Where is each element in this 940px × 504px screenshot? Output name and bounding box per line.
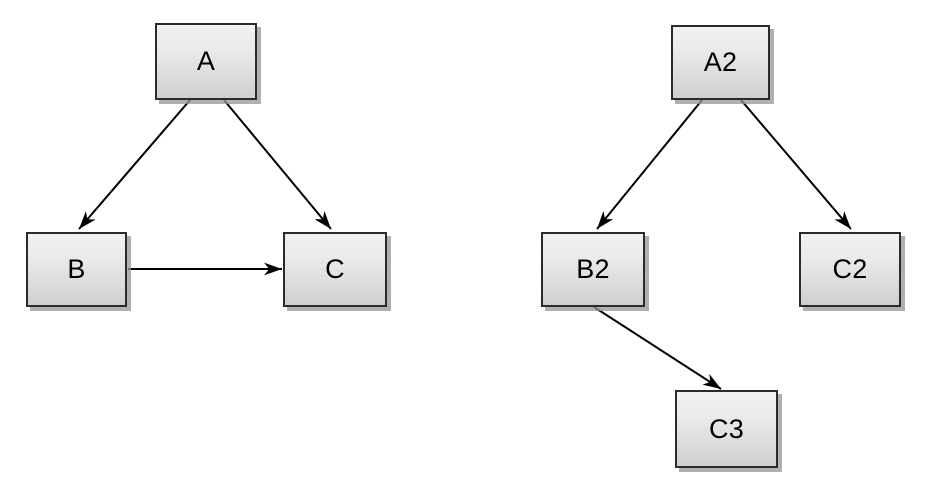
- node-label-c3: C3: [709, 413, 744, 444]
- node-c3[interactable]: C3: [675, 390, 778, 468]
- edge-a2-to-b2[interactable]: [596, 99, 703, 230]
- node-label-b2: B2: [576, 254, 610, 284]
- node-label-c2: C2: [832, 254, 868, 284]
- node-label-c: C: [325, 254, 345, 284]
- edges-group: [78, 99, 852, 390]
- node-a[interactable]: A: [155, 23, 257, 100]
- node-label-b: B: [67, 254, 86, 284]
- node-c2[interactable]: C2: [799, 232, 901, 307]
- node-label-a2: A2: [703, 47, 738, 77]
- node-label-a: A: [196, 46, 216, 76]
- edge-a-to-c[interactable]: [223, 99, 332, 230]
- node-a2[interactable]: A2: [671, 25, 770, 100]
- node-b[interactable]: B: [26, 232, 127, 307]
- node-b2[interactable]: B2: [541, 232, 645, 307]
- edge-a2-to-c2[interactable]: [740, 99, 852, 230]
- node-c[interactable]: C: [283, 232, 387, 307]
- edge-a-to-b[interactable]: [78, 99, 191, 230]
- edge-b2-to-c3[interactable]: [593, 306, 722, 390]
